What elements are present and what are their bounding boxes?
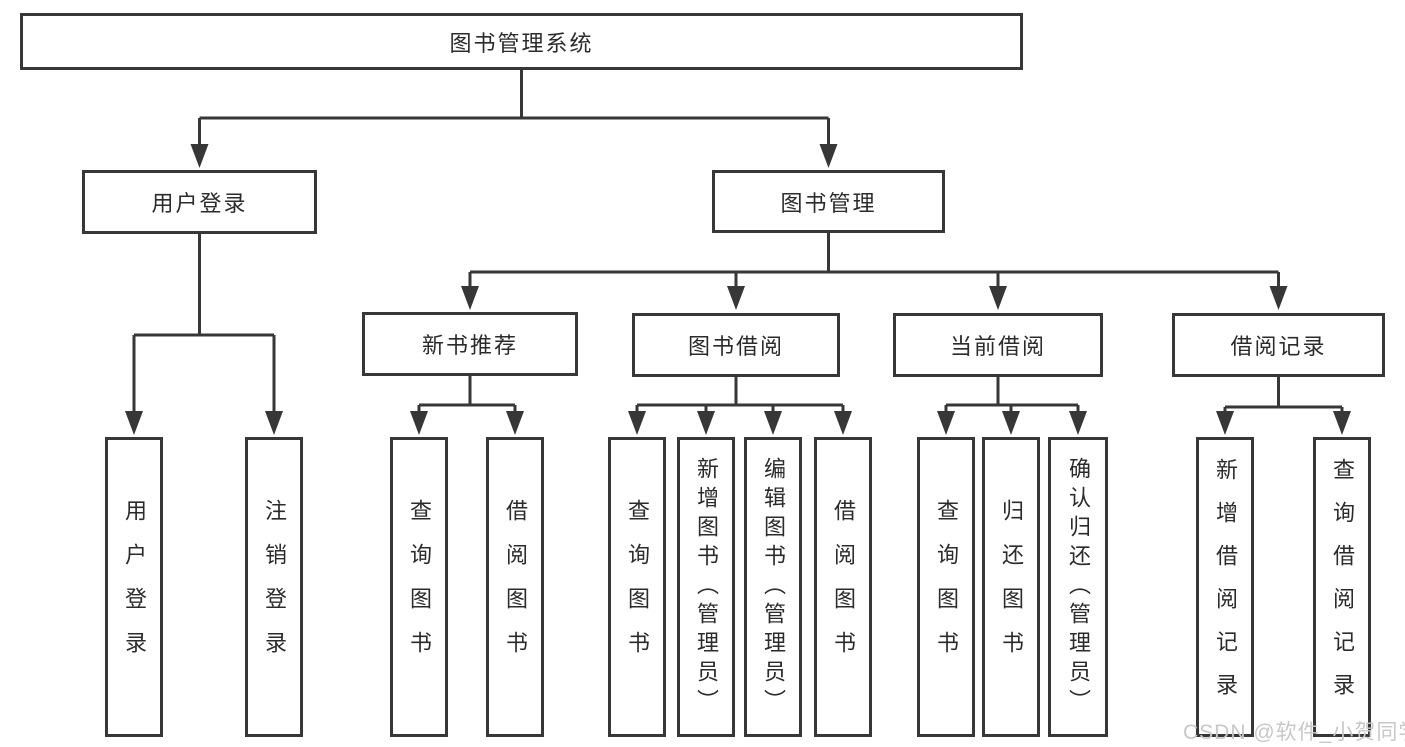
leaf-label: 编辑图书（管理员） [761, 456, 786, 718]
node-user-login: 用户登录 [82, 170, 317, 234]
node-current-borrow: 当前借阅 [893, 313, 1103, 377]
leaf-label: 新增图书（管理员） [694, 456, 719, 718]
leaf-label: 新增借阅记录 [1213, 458, 1238, 716]
leaf-add-borrow-record: 新增借阅记录 [1196, 437, 1254, 737]
leaf-label: 查询图书 [934, 499, 959, 675]
leaf-label: 借阅图书 [831, 499, 856, 675]
leaf-add-books-admin: 新增图书（管理员） [677, 437, 735, 737]
leaf-label: 归还图书 [999, 499, 1024, 675]
leaf-label: 确认归还（管理员） [1066, 456, 1091, 718]
leaf-query-books-recommend: 查询图书 [390, 437, 448, 737]
leaf-label: 查询图书 [407, 499, 432, 675]
leaf-label: 用户登录 [122, 499, 147, 675]
leaf-confirm-return-admin: 确认归还（管理员） [1048, 437, 1108, 737]
leaf-edit-books-admin: 编辑图书（管理员） [744, 437, 802, 737]
node-borrow-records: 借阅记录 [1172, 313, 1385, 377]
csdn-watermark: CSDN @软件_小贺同学 [1183, 721, 1405, 744]
arrowheads [125, 144, 1351, 435]
leaf-borrow-books-recommend: 借阅图书 [486, 437, 544, 737]
leaf-query-borrow-record: 查询借阅记录 [1313, 437, 1371, 737]
node-new-book-recommend: 新书推荐 [362, 312, 578, 376]
node-book-borrow: 图书借阅 [632, 313, 840, 377]
node-book-management: 图书管理 [712, 170, 945, 233]
leaf-return-books: 归还图书 [982, 437, 1040, 737]
leaf-user-login: 用户登录 [105, 437, 163, 737]
leaf-label: 查询借阅记录 [1330, 458, 1355, 716]
leaf-query-books-current: 查询图书 [917, 437, 975, 737]
leaf-label: 查询图书 [625, 499, 650, 675]
leaf-label: 注销登录 [262, 499, 287, 675]
leaf-query-books-borrow: 查询图书 [608, 437, 666, 737]
node-root-system: 图书管理系统 [20, 13, 1023, 70]
leaf-borrow-books: 借阅图书 [814, 437, 872, 737]
leaf-label: 借阅图书 [503, 499, 528, 675]
leaf-logout: 注销登录 [245, 437, 303, 737]
